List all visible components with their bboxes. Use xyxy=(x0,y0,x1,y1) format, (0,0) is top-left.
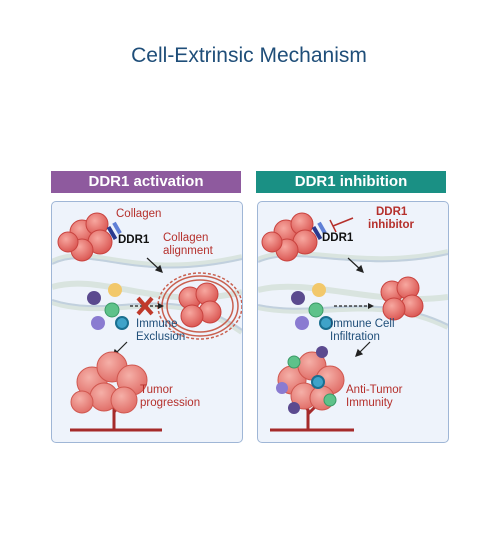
tumor-cluster-top xyxy=(57,212,113,262)
tumor-cluster-middle xyxy=(380,276,424,321)
arrow-icon xyxy=(355,341,371,357)
activation-illustration xyxy=(52,212,242,432)
label-immune-cell-infiltration-1: Immune Cell xyxy=(330,318,395,330)
label-anti-tumor-immunity-1: Anti-Tumor xyxy=(346,384,403,396)
label-ddr1: DDR1 xyxy=(322,232,354,244)
ddr1-receptor-icon xyxy=(106,221,122,241)
tumor-cluster-middle xyxy=(178,282,222,328)
label-tumor-progression-2: progression xyxy=(140,397,201,409)
infiltrating-immune-cells xyxy=(276,346,337,414)
label-immune-exclusion-1: Immune xyxy=(136,318,178,330)
collagen-fibers xyxy=(258,249,448,330)
label-collagen-alignment-2: alignment xyxy=(163,245,213,257)
tumor-mass-bottom xyxy=(70,351,148,414)
label-ddr1: DDR1 xyxy=(118,234,150,246)
inhibition-panel: DDR1 DDR1 inhibitor Immune Cell Infiltra… xyxy=(257,201,449,443)
label-anti-tumor-immunity-2: Immunity xyxy=(346,397,393,409)
inhibition-illustration xyxy=(258,212,448,432)
blocked-arrow-icon xyxy=(130,296,164,316)
label-collagen-alignment-1: Collagen xyxy=(163,232,209,244)
immune-cells xyxy=(87,283,129,330)
immune-cells xyxy=(291,283,333,330)
tumor-cluster-top xyxy=(261,212,318,262)
label-immune-exclusion-2: Exclusion xyxy=(136,331,186,343)
figure-title: Cell-Extrinsic Mechanism xyxy=(131,44,367,67)
header-ddr1-inhibition: DDR1 inhibition xyxy=(256,171,446,193)
label-immune-cell-infiltration-2: Infiltration xyxy=(330,331,380,343)
label-tumor-progression-1: Tumor xyxy=(140,384,173,396)
label-ddr1-inhibitor-2: inhibitor xyxy=(368,219,414,231)
dashed-arrow-icon xyxy=(334,303,374,309)
ddr1-receptor-icon xyxy=(311,221,327,241)
inhibitor-symbol-icon xyxy=(329,217,354,233)
arrow-icon xyxy=(347,257,364,273)
header-ddr1-activation: DDR1 activation xyxy=(51,171,241,193)
label-ddr1-inhibitor-1: DDR1 xyxy=(376,206,408,218)
activation-panel: Collagen DDR1 Collagen alignment Immune … xyxy=(51,201,243,443)
arrow-icon xyxy=(146,257,163,273)
label-collagen: Collagen xyxy=(116,208,162,220)
